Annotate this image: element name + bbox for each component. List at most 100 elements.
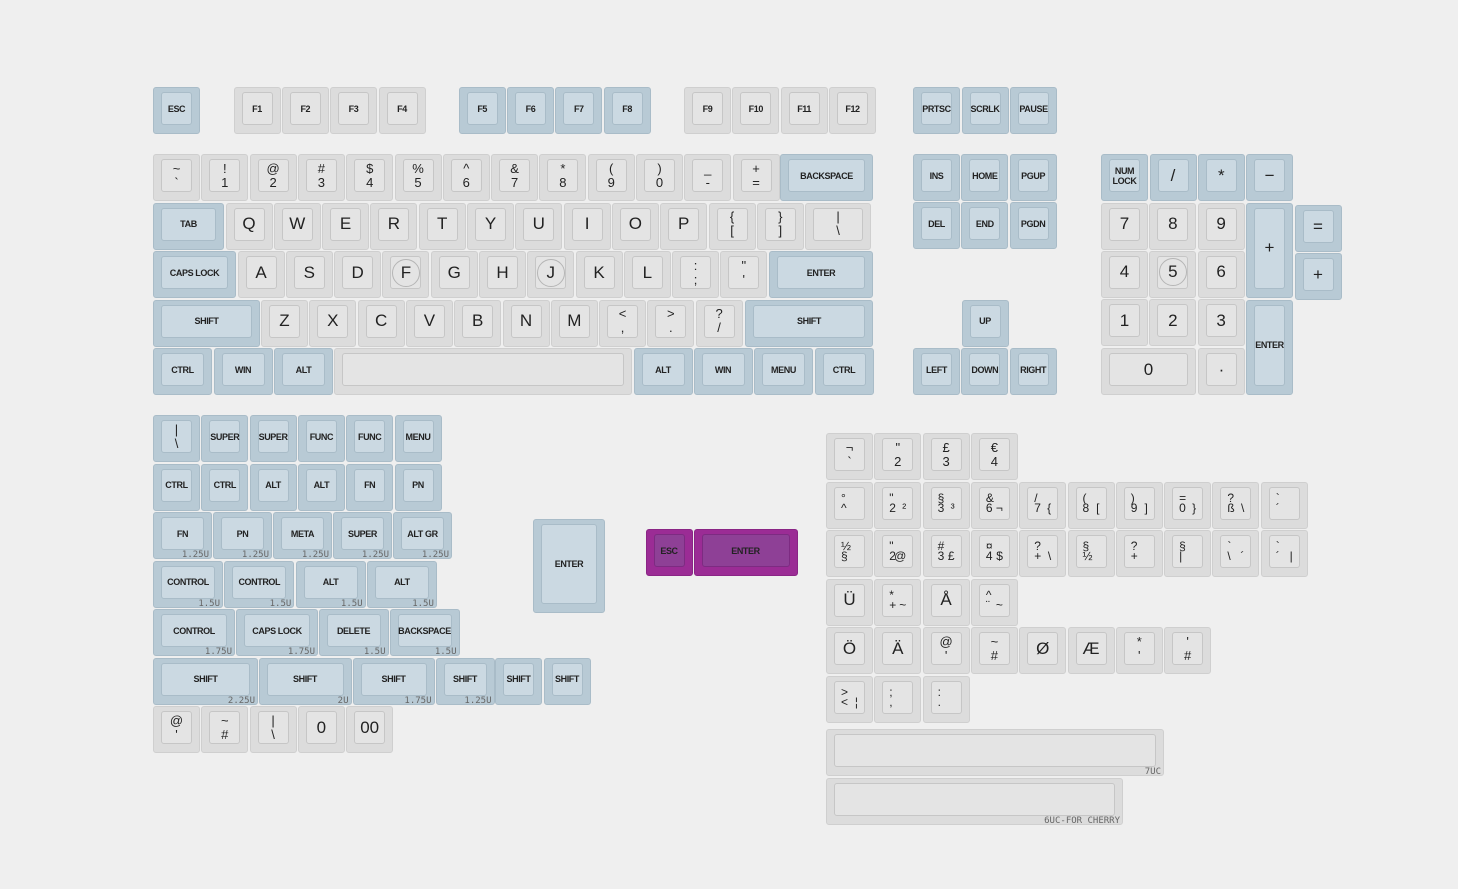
key-tab[interactable]: TAB [153,202,224,250]
key-spacebar[interactable] [334,348,632,395]
key-fn[interactable]: FN [346,463,394,511]
key-intl[interactable]: ?ß\ [1212,481,1260,529]
key-extra[interactable]: 00 [346,706,394,753]
key-f9[interactable]: F9 [684,87,731,134]
key-left-shift[interactable]: SHIFT [153,299,260,347]
key-func[interactable]: FUNC [346,415,394,462]
key-del[interactable]: DEL [913,202,960,250]
key-pgdn[interactable]: PGDN [1009,202,1057,250]
key-numpad-0[interactable]: 0 [1101,348,1196,395]
key-intl[interactable]: @' [922,627,970,674]
key-bracket[interactable]: }] [756,202,804,250]
key-intl[interactable]: €4 [970,433,1018,480]
key-intl[interactable]: Å [922,578,970,626]
key-f1[interactable]: F1 [233,87,281,134]
key-intl[interactable]: /7{ [1019,481,1067,529]
key-intl[interactable]: Æ [1067,627,1115,674]
key-intl[interactable]: Ü [826,578,873,626]
key-extra[interactable]: 0 [297,706,345,753]
key-intl[interactable]: '# [1164,627,1212,674]
key-numpad-op[interactable]: / [1149,154,1197,201]
key-intl[interactable]: Ä [874,627,922,674]
key-number[interactable]: &7 [491,154,539,201]
key-letter[interactable]: Y [467,202,514,250]
key-letter[interactable]: U [515,202,563,250]
key-letter[interactable]: Q [225,202,273,250]
key-numpad-plus-extra[interactable]: + [1294,253,1342,300]
key-letter[interactable]: Z [261,299,308,347]
key-super[interactable]: SUPER [201,415,249,462]
key-letter[interactable]: J [527,251,575,298]
key-alt[interactable]: ALT [633,348,693,395]
key-number[interactable]: %5 [394,154,442,201]
key-arrow-down[interactable]: DOWN [961,348,1009,395]
key-punct[interactable]: "' [720,251,768,298]
key-intl[interactable]: `´ [1260,481,1308,529]
key-number[interactable]: (9 [587,154,635,201]
key-intl[interactable]: ½§ [826,530,873,577]
key-shift[interactable]: SHIFT [495,657,542,705]
key-func[interactable]: FUNC [297,415,345,462]
key-alt[interactable]: ALT [249,463,297,511]
key-letter[interactable]: X [309,299,357,347]
key-letter[interactable]: S [285,251,333,298]
key-intl[interactable]: "2@ [874,530,922,577]
key-backspace[interactable]: BACKSPACE [780,154,873,201]
key-letter[interactable]: A [237,251,285,298]
key-pgup[interactable]: PGUP [1009,154,1057,201]
key-numpad-plus[interactable]: + [1246,202,1293,298]
key-letter[interactable]: D [334,251,382,298]
key-f5[interactable]: F5 [458,87,506,134]
key-f2[interactable]: F2 [281,87,329,134]
key-intl[interactable]: *+~ [874,578,922,626]
key-intl[interactable]: &6¬ [970,481,1018,529]
key-extra[interactable]: ~# [201,706,249,753]
key-letter[interactable]: T [418,202,466,250]
key-letter[interactable]: K [575,251,623,298]
key-letter[interactable]: V [405,299,453,347]
key-letter[interactable]: F [382,251,430,298]
key-numpad-dot[interactable]: · [1198,348,1245,395]
key-ctrl[interactable]: CTRL [201,463,249,511]
key-win[interactable]: WIN [693,348,753,395]
key-intl[interactable]: §½ [1067,530,1115,577]
key-f12[interactable]: F12 [829,87,876,134]
key-intl[interactable]: ¤4$ [970,530,1018,577]
key-intl[interactable]: ?+ [1115,530,1163,577]
key-number[interactable]: )0 [636,154,683,201]
key-letter[interactable]: B [454,299,502,347]
key-f8[interactable]: F8 [603,87,651,134]
key-arrow-right[interactable]: RIGHT [1009,348,1057,395]
key-f10[interactable]: F10 [732,87,780,134]
key-num-lock[interactable]: NUM LOCK [1101,154,1148,201]
key-intl[interactable]: ^¨~ [970,578,1018,626]
key-win[interactable]: WIN [213,348,273,395]
key-letter[interactable]: G [430,251,478,298]
key-enter[interactable]: ENTER [769,251,873,298]
key-right-shift[interactable]: SHIFT [745,299,873,347]
key-ctrl[interactable]: CTRL [153,348,212,395]
key-arrow-left[interactable]: LEFT [913,348,960,395]
key-esc[interactable]: ESC [153,87,200,134]
key-numpad-digit[interactable]: 5 [1149,250,1197,298]
key-letter[interactable]: I [563,202,611,250]
key-numpad-op[interactable]: * [1197,154,1245,201]
key-number[interactable]: #3 [297,154,345,201]
key-intl[interactable]: ?+\ [1019,530,1067,577]
key-number[interactable]: _- [684,154,732,201]
key-intl[interactable]: )9] [1115,481,1163,529]
key-punct[interactable]: ?/ [695,299,743,347]
key-intl[interactable]: °^ [826,481,873,529]
key-accent-esc[interactable]: ESC [645,529,693,576]
